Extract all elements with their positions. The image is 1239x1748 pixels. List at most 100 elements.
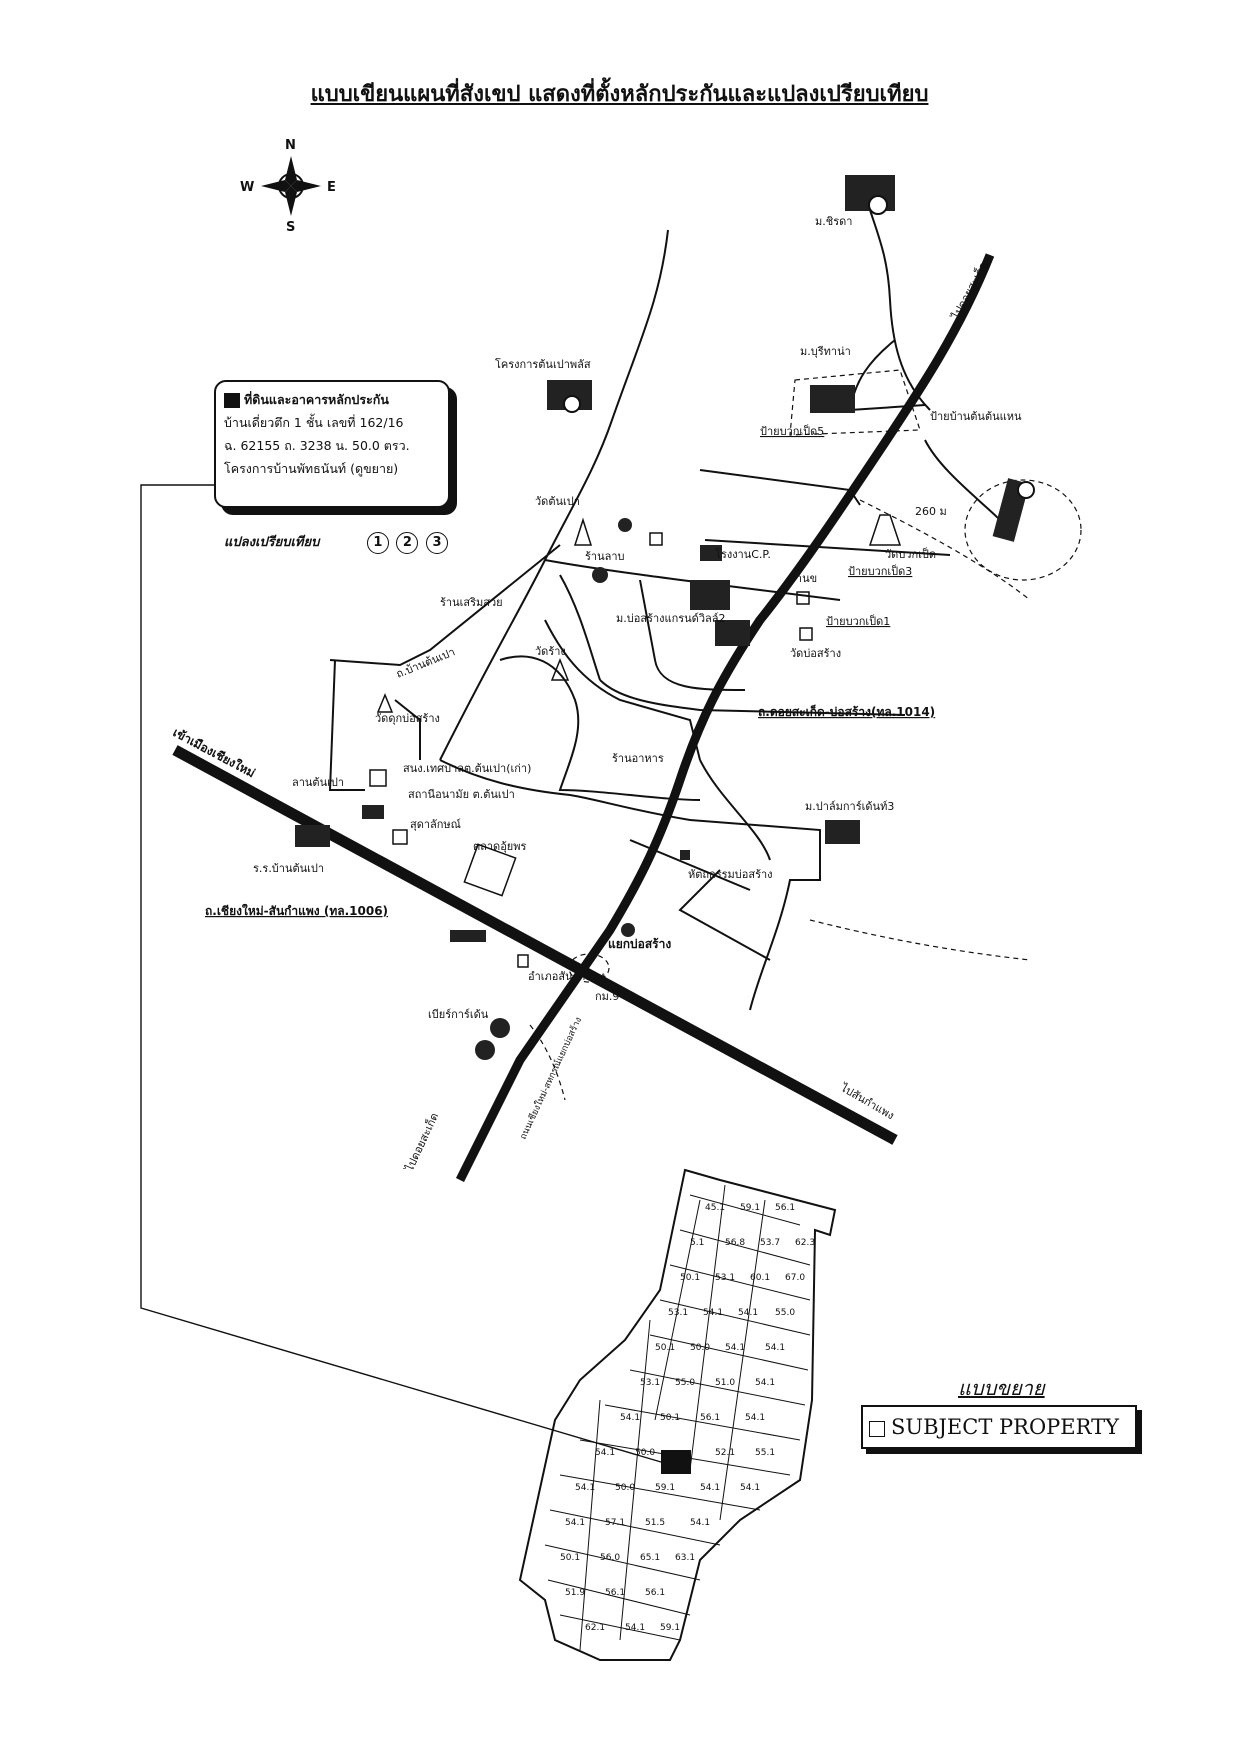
snong-icon — [362, 805, 384, 819]
pond-icon — [369, 769, 387, 787]
plot-size-label: 54.1 — [700, 1483, 720, 1493]
label-heritage: หัตถกรรมบ่อสร้าง — [688, 868, 773, 881]
cp-factory-icon — [700, 545, 722, 561]
subject-property-label: SUBJECT PROPERTY — [891, 1415, 1119, 1439]
plot-size-label: 57.1 — [605, 1518, 625, 1528]
plot-size-label: 54.1 — [725, 1343, 745, 1353]
village-bosang2-icon — [715, 620, 750, 646]
label-wat-dukbosang: วัดดุกบ่อสร้าง — [375, 712, 440, 725]
plot-size-label: 60.1 — [750, 1273, 770, 1283]
label-rd-cm-sahakorn: ถนนเชียงใหม่-สหกรณ์แยกบ่อสร้าง — [517, 1015, 584, 1141]
compass-east-label: E — [327, 180, 336, 195]
plot-size-label: 51.5 — [645, 1518, 665, 1528]
temple-duk-icon — [376, 693, 394, 713]
label-raan-khao: ร้านข — [790, 572, 817, 585]
plot-size-label: 50.1 — [680, 1273, 700, 1283]
collateral-square-icon — [224, 393, 240, 408]
plot-size-label: 54.1 — [745, 1413, 765, 1423]
plot-size-label: 54.1 — [625, 1623, 645, 1633]
plot-size-label: 51.9 — [565, 1588, 585, 1598]
label-wat-rang: วัดร้าง — [535, 645, 566, 658]
plot-size-label: 50.1 — [655, 1343, 675, 1353]
plot-size-label: 54.1 — [740, 1483, 760, 1493]
label-pai-wangbet5: ป้ายบวกเป็ด5 — [760, 424, 824, 438]
label-pai-wangbet1: ป้ายบวกเป็ด1 — [826, 614, 890, 628]
info-line4: โครงการบ้านพัทธนันท์ (ดูขยาย) — [224, 461, 399, 476]
plot-size-label: 56.1 — [700, 1413, 720, 1423]
plot-size-label: 62.1 — [585, 1623, 605, 1633]
local-roads — [328, 209, 1001, 1011]
plot-size-label: 52.1 — [715, 1448, 735, 1458]
label-bear-garden: เบียร์การ์เด้น — [428, 1008, 489, 1021]
plot-size-label: 59.1 — [660, 1623, 680, 1633]
label-ban-tonpao-pond: ลานต้นเปา — [292, 776, 344, 789]
map-labels: ม.ชิรดา ไปดอยสะเก็ด โครงการต้นเปาพลัส ม.… — [171, 215, 1022, 1174]
health-station-icon — [392, 829, 408, 845]
market-icon — [463, 843, 517, 897]
plot-size-label: 55.0 — [675, 1378, 695, 1388]
beer-garden-icon — [490, 1018, 510, 1038]
plot-size-label: 53.1 — [640, 1378, 660, 1388]
label-m-chirada: ม.ชิรดา — [815, 215, 852, 228]
plot-size-label: 54.1 — [575, 1483, 595, 1493]
info-line1: ที่ดินและอาคารหลักประกัน — [244, 392, 389, 407]
subject-property-legend: SUBJECT PROPERTY — [861, 1405, 1137, 1449]
plot-size-label: 62.3 — [795, 1238, 815, 1248]
label-rd-cm-sankamphaeng: ถ.เชียงใหม่-สันกำแพง (ทล.1006) — [205, 903, 388, 918]
temple-rang-icon — [550, 657, 570, 681]
info-line3: ฉ. 62155 ถ. 3238 น. 50.0 ตรว. — [224, 438, 410, 453]
label-km9: กม.9 — [595, 990, 619, 1003]
comparison-number-2: 2 — [396, 532, 419, 554]
plot-size-label: 59.1 — [655, 1483, 675, 1493]
plot-size-label: 50.0 — [690, 1343, 710, 1353]
plot-size-label: 53.1 — [715, 1273, 735, 1283]
label-to-doi-saket: ไปดอยสะเก็ด — [948, 259, 990, 322]
label-wat-tonpao: วัดต้นเปา — [535, 495, 580, 508]
label-cp-factory: โรงงานC.P. — [715, 547, 771, 561]
plot-size-label: 50.0 — [635, 1448, 655, 1458]
plot-size-label: 54.1 — [755, 1378, 775, 1388]
village-palm-icon — [825, 820, 860, 844]
plot-size-label: 56.0 — [600, 1553, 620, 1563]
label-snong: สนง.เทศบาลต.ต้นเปา(เก่า) — [403, 762, 531, 775]
plot-size-label: 56.1 — [775, 1203, 795, 1213]
wat-tonpao-icon — [618, 518, 632, 532]
subject-property-marker — [661, 1450, 691, 1474]
plot-size-label: 54.1 — [565, 1518, 585, 1528]
label-raan-kaab: ร้านลาบ — [585, 550, 625, 563]
comparison-number-1: 1 — [366, 532, 389, 554]
plot-size-label: 54.1 — [765, 1343, 785, 1353]
plot-size-label: 54.1 — [690, 1518, 710, 1528]
shop3-icon — [799, 627, 813, 641]
plot-size-label: 53.7 — [760, 1238, 780, 1248]
shop2-icon — [796, 591, 810, 605]
plot-size-label: 54.1 — [738, 1308, 758, 1318]
expand-title: แบบขยาย — [958, 1376, 1045, 1400]
label-m-bosang: ม.บ่อสร้างแกรนด์วิลล์2 — [616, 612, 725, 625]
plot-size-label: 45.1 — [705, 1203, 725, 1213]
label-project-tonpao: โครงการต้นเปาพลัส — [495, 357, 591, 371]
landmark-icons — [295, 175, 1035, 1060]
junction-icon — [621, 923, 635, 937]
school-icon — [295, 825, 330, 847]
plot-size-label: 51.0 — [715, 1378, 735, 1388]
plot-size-label: 54.1 — [620, 1413, 640, 1423]
temple-icons — [369, 514, 902, 968]
plot-size-label: 54.1 — [703, 1308, 723, 1318]
label-wat-buakped: วัดบวกเป็ด — [885, 547, 936, 561]
temple-buakped-icon — [868, 514, 902, 546]
raan-laab-icon — [592, 567, 608, 583]
label-raan-ahan: ร้านอาหาร — [612, 752, 664, 765]
label-pai-wangbet3: ป้ายบวกเป็ด3 — [848, 564, 912, 578]
plot-size-label: 50.0 — [615, 1483, 635, 1493]
compass-rose-icon — [261, 156, 321, 216]
comparison-legend: แปลงเปรียบเทียบ 1 2 3 — [224, 531, 448, 554]
label-amphoe: อำเภอสันกำแพง — [528, 970, 605, 983]
plot-size-label: 56.1 — [645, 1588, 665, 1598]
village-buritana-icon — [810, 385, 855, 413]
leader-lines — [140, 484, 662, 1463]
info-line2: บ้านเดี่ยวตึก 1 ชั้น เลขที่ 162/16 — [224, 415, 404, 430]
label-to-sanpatong: ไปดอยสะเก็ด — [402, 1110, 442, 1174]
label-sathani: สถานีอนามัย ต.ต้นเปา — [408, 788, 515, 801]
